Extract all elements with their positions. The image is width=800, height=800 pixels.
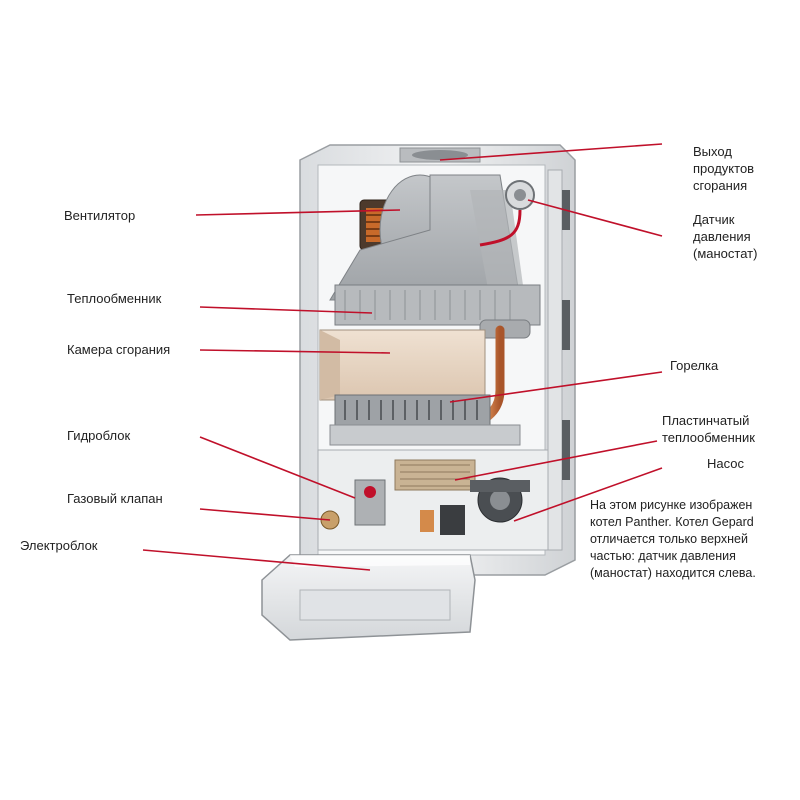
label-pump: Насос [707,456,744,471]
label-fan: Вентилятор [64,208,136,223]
leader-heat-exchanger [199,306,373,314]
heat-exchanger [334,284,541,339]
leader-fan [195,209,401,216]
label-burner: Горелка [670,358,719,373]
electro-block [261,554,476,641]
pressure-sensor [479,180,535,247]
leader-burner [449,371,663,403]
leader-pump [513,467,663,522]
label-heat-exchanger: Теплообменник [67,291,162,306]
leader-lines [142,143,663,571]
leader-gas-valve [199,508,331,521]
caption-note: На этом рисунке изображен котел Panther.… [590,498,756,580]
hydro-block [317,449,549,551]
label-hydro-block: Гидроблок [67,428,131,443]
leader-electro-block [142,549,371,571]
label-electro-block: Электроблок [20,538,98,553]
label-gas-valve: Газовый клапан [67,491,163,506]
leader-exhaust [439,143,663,161]
flue-hood [329,174,525,301]
label-combustion-chamber: Камера сгорания [67,342,171,357]
leader-combustion-chamber [199,349,391,354]
label-exhaust-outlet: Выход продуктов сгорания [693,144,755,193]
leader-hydro-block [199,436,356,499]
label-pressure-sensor: Датчик давления (маностат) [693,212,758,261]
leader-pressure-sensor [527,199,663,237]
leader-plate-heat-exchanger [454,440,658,481]
combustion-chamber [319,329,486,401]
label-plate-heat-exchanger: Пластинчатый теплообменник [662,413,755,445]
